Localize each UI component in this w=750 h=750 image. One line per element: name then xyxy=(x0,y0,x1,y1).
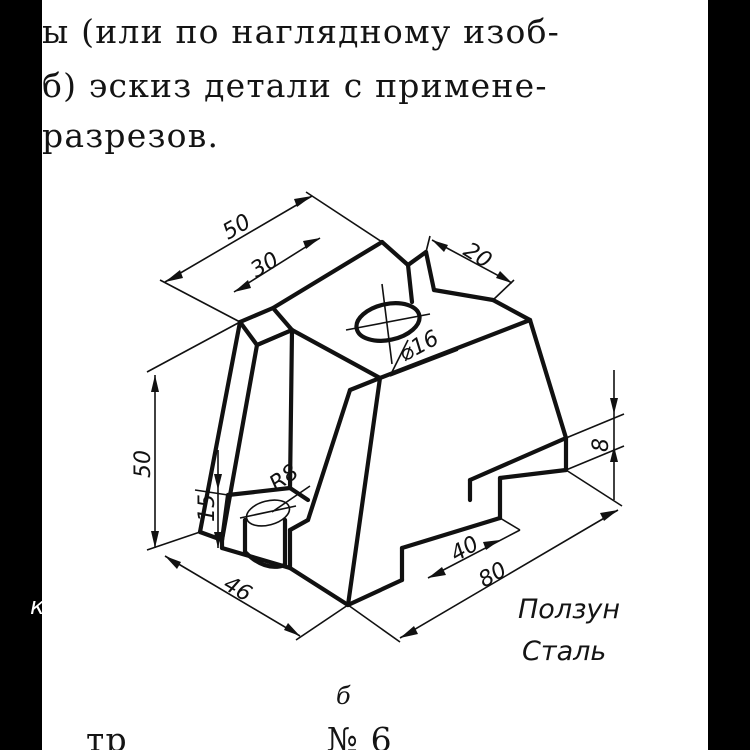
dim-height: 50 xyxy=(131,450,156,478)
figure-label: б xyxy=(336,682,351,710)
margin-mark: к xyxy=(30,592,45,620)
part-name: Ползун xyxy=(518,594,620,625)
dim-bottom-slot: 40 xyxy=(447,532,484,568)
dim-length: 80 xyxy=(475,558,512,594)
material: Сталь xyxy=(522,636,606,667)
dim-top-inner: 30 xyxy=(247,248,284,284)
dim-groove-depth: 8 xyxy=(589,438,614,452)
top-hole xyxy=(239,283,431,527)
dim-step-height: 15 xyxy=(195,494,220,522)
text-line-2: б) эскиз детали с примене- xyxy=(42,66,548,105)
isometric-drawing: 50 30 20 ⌀16 50 8 15 R8 46 40 80 Ползун … xyxy=(131,191,625,710)
dim-slot-width: 20 xyxy=(459,238,496,274)
textbook-page: ы (или по наглядному изоб- б) эскиз дета… xyxy=(42,0,708,750)
dimension-lines xyxy=(146,191,625,643)
arrowheads xyxy=(151,196,618,638)
text-line-1: ы (или по наглядному изоб- xyxy=(42,12,560,51)
dim-depth: 46 xyxy=(219,572,256,608)
bottom-text-line: тр № 6 xyxy=(86,720,393,750)
text-line-3: разрезов. xyxy=(42,116,220,155)
part-outline xyxy=(197,239,569,608)
dim-top-length: 50 xyxy=(219,210,256,246)
